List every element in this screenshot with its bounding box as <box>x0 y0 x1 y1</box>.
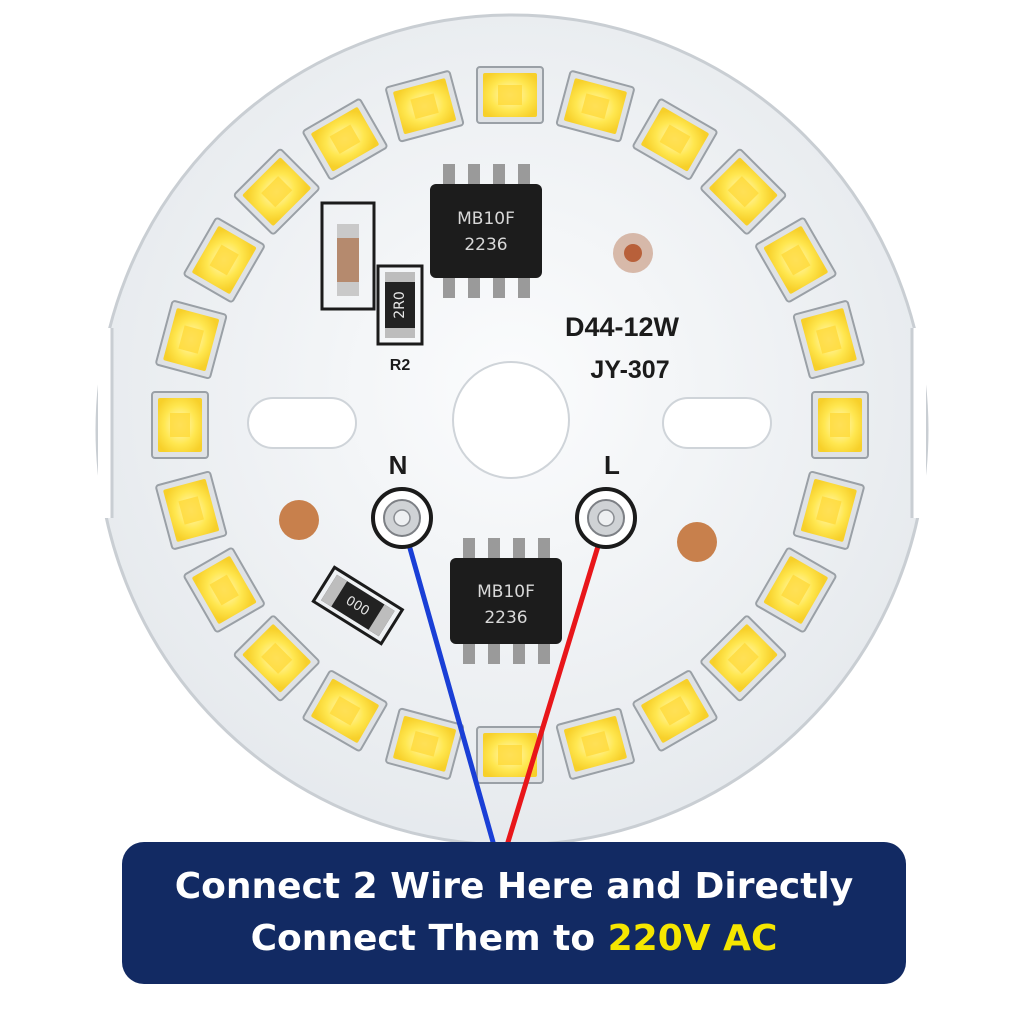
led-icon <box>555 70 635 143</box>
resistor-r2-code: 2R0 <box>392 291 408 319</box>
led-icon <box>155 470 228 550</box>
resistor-label: R2 <box>390 357 411 374</box>
instruction-banner: Connect 2 Wire Here and Directly Connect… <box>122 842 906 984</box>
led-icon <box>385 707 465 780</box>
banner-line-2-prefix: Connect Them to <box>250 918 596 959</box>
led-icon <box>151 391 209 459</box>
led-icon <box>792 470 865 550</box>
copper-pad-left <box>279 500 319 540</box>
led-icon <box>632 670 718 752</box>
led-icon <box>755 217 837 303</box>
model-line-2: JY-307 <box>590 356 669 384</box>
led-icon <box>183 547 265 633</box>
led-icon <box>555 707 635 780</box>
led-icon <box>385 70 465 143</box>
mounting-slot-right <box>662 397 772 449</box>
chip-top-line2: 2236 <box>464 235 507 255</box>
chip-bottom-line2: 2236 <box>484 608 527 628</box>
led-icon <box>302 670 388 752</box>
resistor-icon: 2R0 <box>376 264 424 346</box>
led-icon <box>233 615 320 702</box>
capacitor-icon <box>320 201 376 311</box>
led-icon <box>183 217 265 303</box>
led-icon <box>755 547 837 633</box>
neutral-wire <box>399 517 496 845</box>
model-line-1: D44-12W <box>565 312 680 342</box>
led-icon <box>792 300 865 380</box>
chip-icon: MB10F 2236 <box>430 164 542 298</box>
test-pad-top <box>613 233 653 273</box>
led-icon <box>476 66 544 124</box>
led-icon <box>700 148 787 235</box>
terminal-icon <box>575 487 637 549</box>
terminal-icon <box>371 487 433 549</box>
chip-bottom-line1: MB10F <box>477 582 535 602</box>
led-icon <box>632 98 718 180</box>
resistor-icon: 000 <box>311 565 405 646</box>
led-icon <box>233 148 320 235</box>
chip-top-line1: MB10F <box>457 209 515 229</box>
terminal-n-label: N <box>389 450 408 480</box>
terminal-l-label: L <box>604 450 620 480</box>
banner-line-2: Connect Them to 220V AC <box>251 913 778 965</box>
led-icon <box>155 300 228 380</box>
live-wire <box>505 517 609 845</box>
led-icon <box>476 726 544 784</box>
banner-line-1: Connect 2 Wire Here and Directly <box>174 866 854 907</box>
mounting-slot-left <box>247 397 357 449</box>
chip-icon: MB10F 2236 <box>450 538 562 664</box>
led-ring <box>151 66 869 784</box>
led-icon <box>811 391 869 459</box>
banner-voltage-highlight: 220V AC <box>607 918 778 959</box>
copper-pad-right <box>677 522 717 562</box>
led-icon <box>302 98 388 180</box>
center-hole <box>452 361 570 479</box>
led-icon <box>700 615 787 702</box>
